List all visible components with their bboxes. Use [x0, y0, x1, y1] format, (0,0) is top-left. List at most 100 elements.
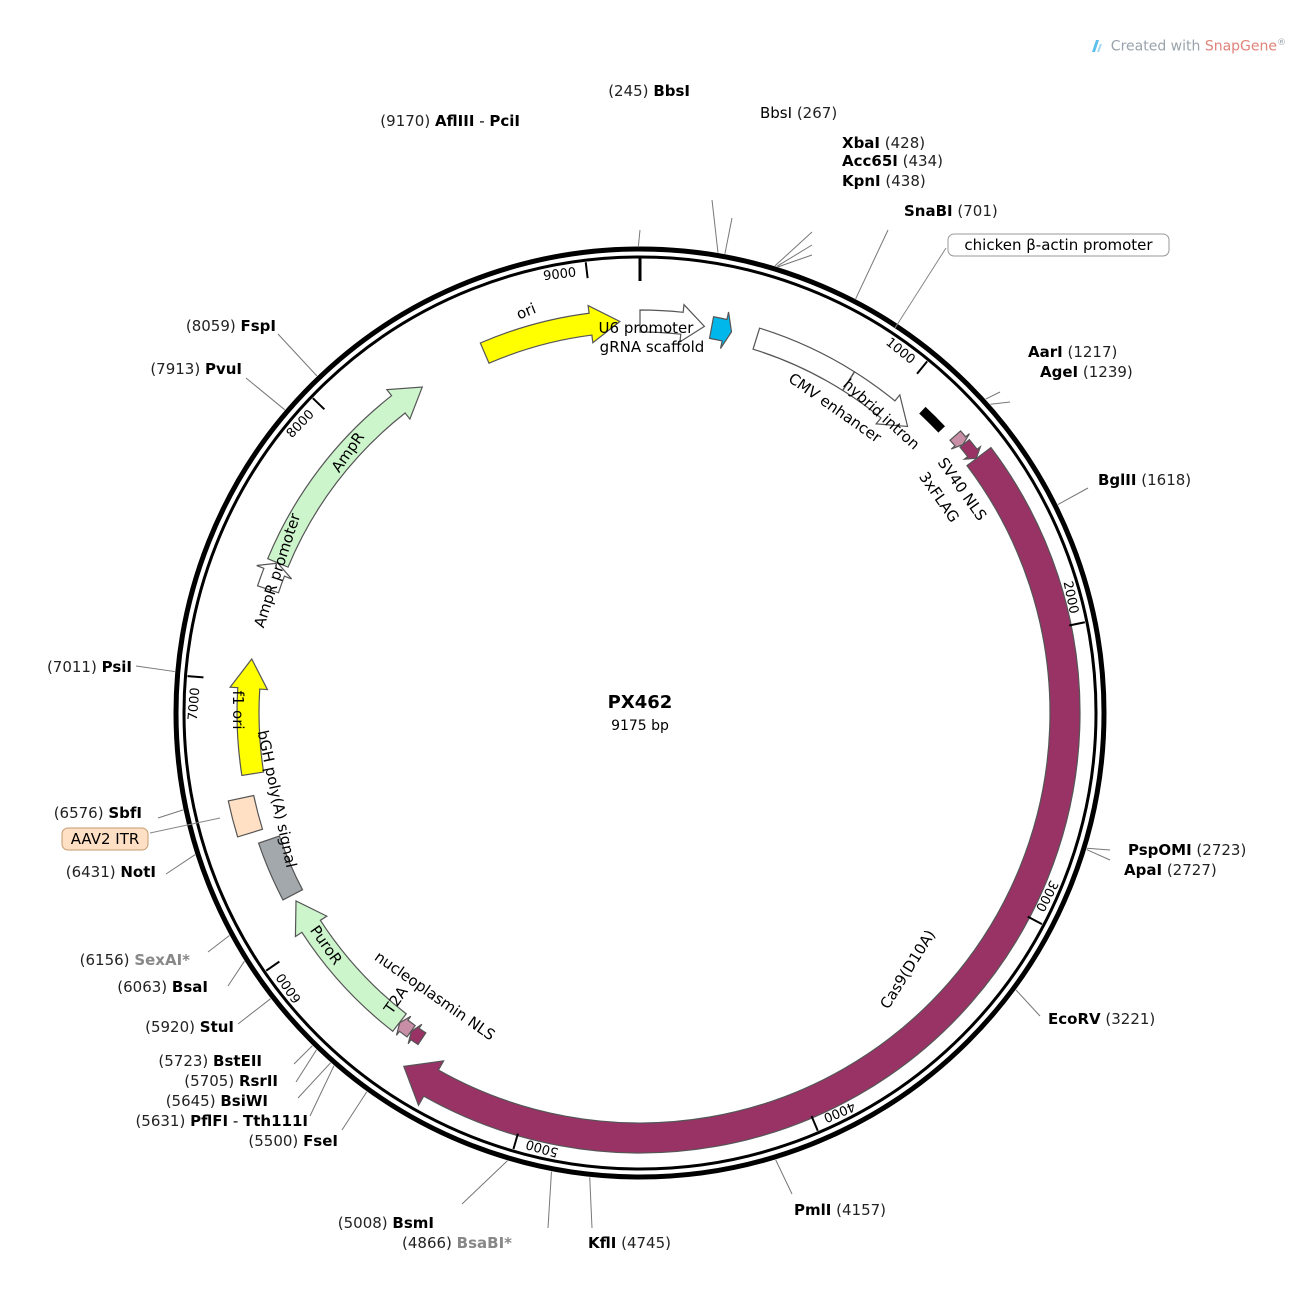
tick-mark — [265, 960, 280, 972]
site-position: (5705) — [184, 1072, 239, 1090]
tick-label: 2000 — [1060, 580, 1081, 615]
tick-label: 7000 — [186, 687, 204, 721]
site-position: (6156) — [80, 951, 135, 969]
restriction-site: BbsI (267) — [760, 104, 837, 122]
site-name-2: PciI — [489, 112, 520, 130]
site-name-2: Tth111I — [243, 1112, 308, 1130]
site-name: PmlI — [794, 1201, 831, 1219]
site-leader — [1086, 849, 1111, 861]
site-leader — [547, 1171, 552, 1229]
callout-leader-aav — [149, 817, 221, 834]
callout-leader-cba — [894, 247, 947, 329]
site-name: XbaI — [842, 134, 880, 152]
site-position: (267) — [792, 104, 837, 122]
feature-grna — [708, 311, 733, 349]
site-name: BglII — [1098, 471, 1136, 489]
site-name: AflIII — [435, 112, 474, 130]
restriction-site: (6156) SexAI* — [80, 951, 190, 969]
tick-mark — [916, 360, 928, 375]
site-leader — [990, 401, 1011, 405]
site-name: RsrII — [239, 1072, 278, 1090]
feature-puro — [294, 900, 408, 1033]
restriction-site: ApaI (2727) — [1124, 861, 1217, 879]
site-position: (428) — [880, 134, 925, 152]
site-name: BsmI — [392, 1214, 434, 1232]
site-leader — [985, 391, 1001, 400]
feature-label-amppro: AmpR promoter — [250, 510, 304, 630]
site-name: BbsI — [760, 104, 792, 122]
callout-label-cba: chicken β-actin promoter — [964, 236, 1153, 254]
site-position: (4866) — [402, 1234, 457, 1252]
site-leader — [724, 217, 733, 254]
site-name: PsiI — [102, 658, 132, 676]
site-name: BstEII — [213, 1052, 262, 1070]
restriction-site: (5645) BsiWI — [166, 1092, 268, 1110]
restriction-site: (5723) BstEII — [158, 1052, 262, 1070]
site-name: FseI — [303, 1132, 338, 1150]
site-name: KflI — [588, 1234, 616, 1252]
site-position: (9170) — [380, 112, 435, 130]
feature-bgh — [257, 835, 304, 901]
restriction-site: (5500) FseI — [248, 1132, 338, 1150]
restriction-site: AgeI (1239) — [1040, 363, 1133, 381]
site-name: EcoRV — [1048, 1010, 1101, 1028]
restriction-site: (6063) BsaI — [117, 978, 208, 996]
site-leader — [237, 998, 271, 1025]
site-position: (438) — [881, 172, 926, 190]
site-name: SbfI — [108, 804, 142, 822]
credit-mark: ® — [1277, 38, 1286, 48]
site-name: AarI — [1028, 343, 1063, 361]
feature-sv40 — [949, 430, 970, 450]
credit-brand: SnapGene — [1204, 38, 1277, 55]
restriction-site: (5920) StuI — [145, 1018, 234, 1036]
site-leader — [227, 960, 245, 987]
feature-label-u6: U6 promoter — [599, 319, 695, 337]
site-name: Acc65I — [842, 152, 898, 170]
site-leader — [589, 1177, 593, 1229]
restriction-site: BglII (1618) — [1098, 471, 1191, 489]
site-name: PvuI — [205, 360, 242, 378]
restriction-site: SnaBI (701) — [904, 202, 998, 220]
feature-intron — [919, 406, 946, 433]
site-leader — [207, 935, 230, 953]
site-position: (5008) — [338, 1214, 393, 1232]
site-name: SexAI* — [134, 951, 190, 969]
plasmid-name: PX462 — [608, 692, 673, 713]
site-name: BsaBI* — [457, 1234, 512, 1252]
feature-ampr — [266, 386, 424, 568]
restriction-site: KpnI (438) — [842, 172, 926, 190]
site-position: (5645) — [166, 1092, 221, 1110]
site-position: (7913) — [150, 360, 205, 378]
restriction-site: (4866) BsaBI* — [402, 1234, 512, 1252]
site-position: (1618) — [1136, 471, 1191, 489]
restriction-site: (8059) FspI — [186, 317, 276, 335]
site-leader — [777, 254, 813, 268]
backbone-outer-ring — [173, 246, 1107, 1180]
restriction-site: (5008) BsmI — [338, 1214, 434, 1232]
site-leader — [293, 1045, 313, 1065]
site-leader — [1057, 487, 1089, 505]
site-position: (5500) — [248, 1132, 303, 1150]
site-position: (5631) — [135, 1112, 190, 1130]
tick-mark — [810, 1115, 819, 1132]
snapgene-credit: Created with SnapGene® — [1089, 38, 1286, 55]
site-position: (4157) — [831, 1201, 886, 1219]
site-name: BbsI — [653, 82, 690, 100]
site-leader — [775, 1159, 793, 1195]
site-leader — [135, 665, 175, 673]
site-leader — [1086, 847, 1111, 851]
feature-npnls — [407, 1023, 427, 1046]
site-leader — [297, 1062, 331, 1099]
site-position: (7011) — [47, 658, 102, 676]
feature-cas9 — [402, 446, 1081, 1154]
site-name: BsiWI — [220, 1092, 268, 1110]
site-position: (2727) — [1162, 861, 1217, 879]
feature-amppro — [256, 562, 293, 594]
restriction-site: (7011) PsiI — [47, 658, 132, 676]
tick-mark — [1068, 621, 1086, 627]
feature-label-cas9: Cas9(D10A) — [876, 927, 939, 1013]
site-position: (6063) — [117, 978, 172, 996]
restriction-site: (6576) SbfI — [54, 804, 142, 822]
restriction-site: XbaI (428) — [842, 134, 925, 152]
